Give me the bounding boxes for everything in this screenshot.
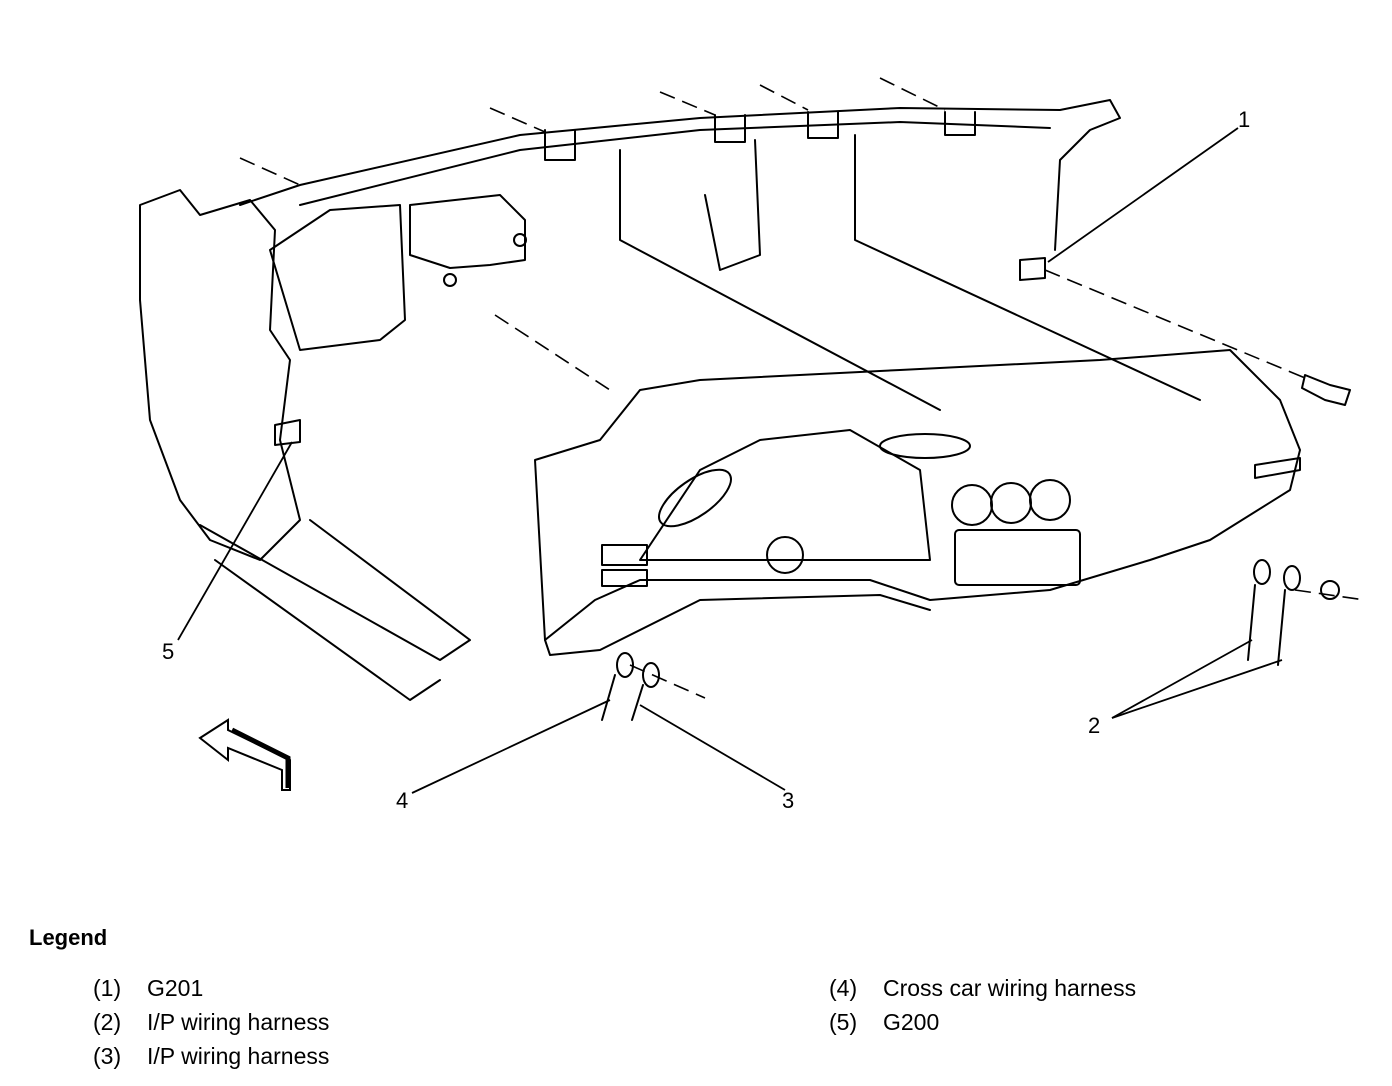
steering-column-opening bbox=[766, 536, 804, 574]
rail-bracket-2 bbox=[714, 114, 746, 143]
legend-item-1: (1) G201 bbox=[93, 975, 203, 1002]
center-bracket bbox=[409, 194, 526, 269]
right-vent bbox=[1254, 457, 1301, 479]
leader-2b bbox=[1111, 659, 1283, 719]
callout-4: 4 bbox=[396, 788, 408, 813]
left-frame-panel bbox=[269, 204, 406, 351]
climate-knob-3 bbox=[1029, 479, 1071, 521]
legend-item-3: (3) I/P wiring harness bbox=[93, 1043, 329, 1070]
switch-panel-lower bbox=[601, 569, 648, 587]
alignment-line-7 bbox=[1294, 589, 1366, 601]
rail-bracket-1 bbox=[544, 129, 576, 161]
callout-3: 3 bbox=[782, 788, 794, 813]
legend-item-2: (2) I/P wiring harness bbox=[93, 1009, 329, 1036]
legend-item-5: (5) G200 bbox=[829, 1009, 939, 1036]
radio-opening bbox=[954, 529, 1081, 586]
harness-wire-4 bbox=[601, 674, 616, 721]
bracket-nut-right bbox=[513, 233, 527, 247]
instrument-panel-body bbox=[534, 349, 1301, 641]
dash-lower-edge bbox=[544, 594, 931, 656]
legend-title: Legend bbox=[29, 925, 108, 950]
leader-2a bbox=[1111, 639, 1253, 719]
bracket-nut-left bbox=[443, 273, 457, 287]
legend-item-number: (4) bbox=[829, 975, 858, 1001]
legend-item-label: G200 bbox=[883, 1009, 940, 1035]
alignment-line-9 bbox=[494, 314, 611, 391]
upper-carrier-rail bbox=[239, 99, 1121, 251]
leader-4 bbox=[411, 699, 611, 794]
alignment-line-2 bbox=[659, 91, 716, 116]
center-vent bbox=[879, 433, 971, 459]
alignment-line-4 bbox=[879, 77, 946, 111]
left-vent bbox=[658, 468, 732, 528]
harness-wire-2b bbox=[1277, 589, 1286, 666]
strut-2 bbox=[704, 139, 761, 271]
alignment-line-8 bbox=[629, 664, 706, 699]
alignment-line-6 bbox=[1044, 269, 1311, 381]
left-end-frame bbox=[139, 189, 301, 561]
ring-terminal-2b bbox=[1283, 565, 1301, 591]
legend-item-4: (4) Cross car wiring harness bbox=[829, 975, 1136, 1002]
alignment-line-5 bbox=[239, 157, 301, 186]
legend-item-label: Cross car wiring harness bbox=[883, 975, 1137, 1001]
ring-terminal-2a bbox=[1253, 559, 1271, 585]
strut-3 bbox=[854, 134, 1201, 401]
strut-1 bbox=[619, 149, 941, 411]
front-direction-arrow bbox=[198, 718, 291, 791]
legend-item-label: G201 bbox=[147, 975, 204, 1001]
ring-terminal-3 bbox=[642, 662, 660, 688]
rail-bracket-3 bbox=[807, 111, 839, 139]
rail-bracket-4 bbox=[944, 111, 976, 136]
callout-2: 2 bbox=[1088, 713, 1100, 738]
cluster-hood bbox=[639, 429, 931, 561]
legend-item-number: (5) bbox=[829, 1009, 858, 1035]
leader-3 bbox=[639, 704, 786, 791]
bolt bbox=[1301, 374, 1351, 406]
g201-stud bbox=[1019, 257, 1046, 281]
climate-knob-1 bbox=[951, 484, 993, 526]
g200-stud bbox=[274, 419, 301, 446]
legend-item-number: (3) bbox=[93, 1043, 122, 1069]
ring-terminal-4 bbox=[616, 652, 634, 678]
alignment-line-1 bbox=[489, 107, 546, 133]
climate-knob-2 bbox=[990, 482, 1032, 524]
harness-wire-3 bbox=[631, 684, 644, 721]
legend-item-label: I/P wiring harness bbox=[147, 1043, 330, 1069]
leader-1 bbox=[1047, 127, 1239, 263]
harness-wire-2a bbox=[1247, 584, 1256, 661]
legend-item-number: (1) bbox=[93, 975, 122, 1001]
callout-1: 1 bbox=[1238, 107, 1250, 132]
callout-5: 5 bbox=[162, 639, 174, 664]
switch-panel bbox=[601, 544, 648, 566]
sill-rail bbox=[199, 519, 471, 661]
legend-item-number: (2) bbox=[93, 1009, 122, 1035]
alignment-line-3 bbox=[759, 84, 809, 111]
upper-carrier-rail-inner bbox=[299, 121, 1051, 206]
leader-5 bbox=[177, 441, 293, 641]
sill-rail-lower bbox=[214, 559, 441, 701]
legend-item-label: I/P wiring harness bbox=[147, 1009, 330, 1035]
instrument-panel-diagram: 1 2 3 4 5 bbox=[139, 77, 1366, 813]
nut bbox=[1320, 580, 1340, 600]
